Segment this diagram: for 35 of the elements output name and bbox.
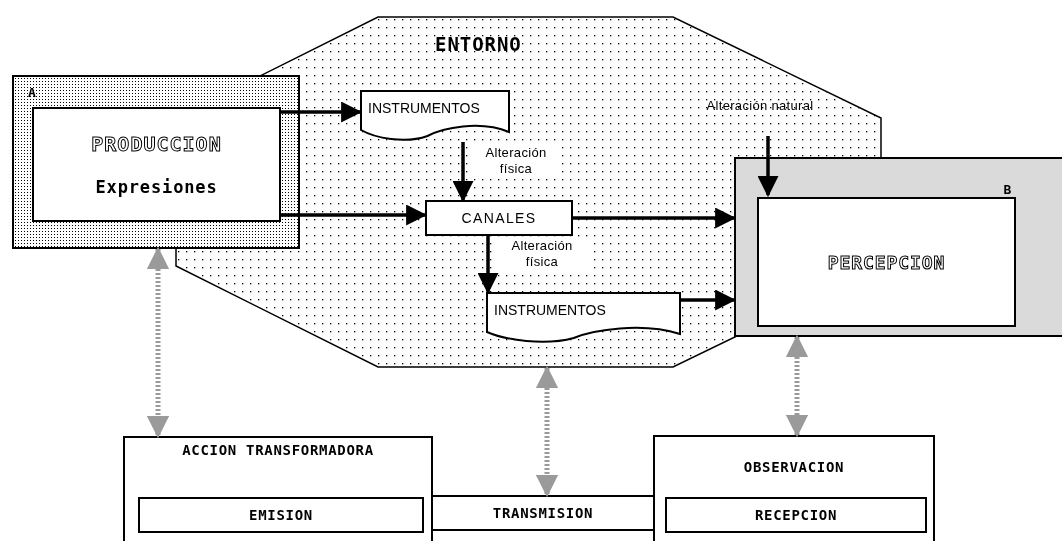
corner-letter: B — [1003, 182, 1012, 197]
box-title: PERCEPCION — [827, 250, 946, 275]
arrow — [535, 365, 559, 498]
box-label: CANALES — [461, 208, 537, 228]
box-label: EMISION — [249, 505, 313, 525]
arrow — [477, 236, 499, 295]
box-label: TRANSMISION — [492, 503, 594, 523]
document-label: INSTRUMENTOS — [368, 99, 481, 118]
edge-label: Alteración física — [496, 238, 588, 271]
arrow — [785, 334, 809, 438]
document-label: INSTRUMENTOS — [494, 301, 607, 320]
process-box — [653, 435, 935, 541]
process-box — [425, 200, 573, 236]
process-box — [32, 107, 281, 222]
process-box — [123, 436, 433, 541]
box-label: RECEPCION — [754, 505, 838, 525]
arrow — [279, 204, 428, 226]
arrow — [573, 207, 737, 229]
dotted-box — [12, 75, 300, 249]
box-title: ACCION TRANSFORMADORA — [181, 442, 375, 460]
arrow — [279, 101, 363, 123]
shaded-box — [734, 157, 1062, 337]
box-title: PRODUCCION — [91, 130, 222, 158]
region-title: ENTORNO — [435, 33, 522, 55]
process-box — [757, 197, 1016, 327]
arrow — [681, 289, 737, 311]
arrow — [452, 142, 474, 203]
box-title: OBSERVACION — [742, 459, 846, 477]
arrow — [146, 246, 170, 439]
process-box — [665, 497, 927, 533]
process-box — [138, 497, 424, 533]
annotation-text: Alteración natural — [706, 98, 814, 113]
arrow — [757, 136, 779, 198]
box-subtitle: Expresiones — [95, 175, 218, 199]
band-box — [433, 495, 653, 531]
